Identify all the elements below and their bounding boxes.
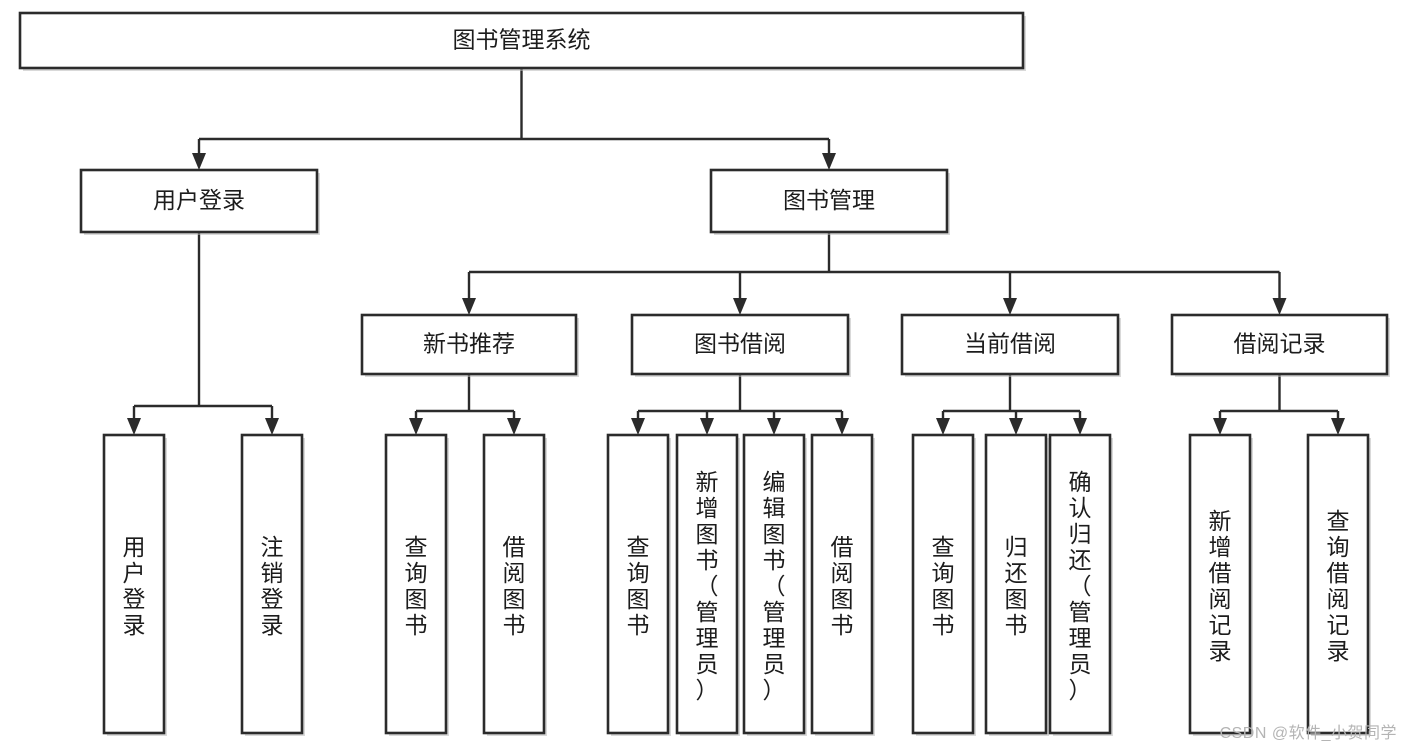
connector-arrow-icon [1009,418,1023,435]
csdn-watermark: CSDN @软件_小贺同学 [1219,725,1397,742]
node-borrow-record[interactable]: 借阅记录 [1170,313,1390,377]
node-label: 确认归还（管理员） [1069,469,1092,703]
node-label: 借阅图书 [503,534,526,638]
connector-arrow-icon [409,418,423,435]
node-label: 用户登录 [123,534,146,638]
node-label: 编辑图书（管理员） [763,469,786,703]
node-box[interactable] [102,433,166,735]
node-leaf-query-book-rec[interactable]: 查询图书 [384,433,449,736]
node-book-manage[interactable]: 图书管理 [709,168,950,235]
node-label: 查询图书 [932,534,955,638]
node-label: 借阅记录 [1234,331,1326,357]
node-label: 图书管理系统 [453,27,591,53]
node-new-book-recommend[interactable]: 新书推荐 [360,313,579,377]
node-label: 归还图书 [1005,534,1028,638]
node-leaf-query-book-borrow[interactable]: 查询图书 [606,433,671,736]
node-label: 新增借阅记录 [1209,508,1232,664]
node-leaf-add-borrow-record[interactable]: 新增借阅记录 [1188,433,1253,736]
connector-arrow-icon [265,418,279,435]
node-box[interactable] [1188,433,1252,735]
node-leaf-add-book-admin[interactable]: 新增图书（管理员） [675,433,740,736]
connector-arrow-icon [733,298,747,315]
node-leaf-borrow-book-rec[interactable]: 借阅图书 [482,433,547,736]
node-leaf-query-book-current[interactable]: 查询图书 [911,433,976,736]
connector-arrow-icon [767,418,781,435]
node-box[interactable] [1048,433,1112,735]
connector-arrow-icon [127,418,141,435]
node-leaf-confirm-return-admin[interactable]: 确认归还（管理员） [1048,433,1113,736]
node-box[interactable] [1170,313,1389,376]
node-box[interactable] [482,433,546,735]
node-label: 图书管理 [783,187,875,213]
node-box[interactable] [79,168,319,234]
node-label: 新增图书（管理员） [696,469,719,703]
connector-arrow-icon [936,418,950,435]
connectors-layer [127,68,1345,435]
node-box[interactable] [1306,433,1370,735]
node-box[interactable] [360,313,578,376]
node-user-login[interactable]: 用户登录 [79,168,320,235]
node-label: 查询图书 [627,534,650,638]
node-box[interactable] [384,433,448,735]
node-label: 图书借阅 [694,331,786,357]
node-book-borrow[interactable]: 图书借阅 [630,313,851,377]
node-box[interactable] [742,433,806,735]
node-box[interactable] [675,433,739,735]
connector-arrow-icon [835,418,849,435]
nodes-layer: 图书管理系统用户登录图书管理新书推荐图书借阅当前借阅借阅记录用户登录注销登录查询… [18,11,1390,736]
node-box[interactable] [630,313,850,376]
node-label: 查询借阅记录 [1327,508,1350,664]
node-label: 用户登录 [153,187,245,213]
node-label: 查询图书 [405,534,428,638]
connector-arrow-icon [507,418,521,435]
node-box[interactable] [810,433,874,735]
node-box[interactable] [900,313,1120,376]
connector-arrow-icon [462,298,476,315]
node-current-borrow[interactable]: 当前借阅 [900,313,1121,377]
node-label: 借阅图书 [831,534,854,638]
node-leaf-borrow-book[interactable]: 借阅图书 [810,433,875,736]
node-leaf-edit-book-admin[interactable]: 编辑图书（管理员） [742,433,807,736]
connector-arrow-icon [1003,298,1017,315]
node-box[interactable] [709,168,949,234]
node-label: 当前借阅 [964,331,1056,357]
node-label: 注销登录 [261,534,284,638]
connector-arrow-icon [1073,418,1087,435]
connector-arrow-icon [822,153,836,170]
node-box[interactable] [18,11,1025,70]
connector-arrow-icon [1213,418,1227,435]
connector-arrow-icon [192,153,206,170]
node-box[interactable] [911,433,975,735]
node-leaf-logout[interactable]: 注销登录 [240,433,305,736]
node-label: 新书推荐 [423,331,515,357]
node-box[interactable] [984,433,1048,735]
node-box[interactable] [606,433,670,735]
node-leaf-return-book[interactable]: 归还图书 [984,433,1049,736]
connector-arrow-icon [1272,298,1287,315]
connector-arrow-icon [700,418,714,435]
node-box[interactable] [240,433,304,735]
node-leaf-query-borrow-record[interactable]: 查询借阅记录 [1306,433,1371,736]
connector-arrow-icon [1331,418,1345,435]
node-root[interactable]: 图书管理系统 [18,11,1026,71]
node-leaf-user-login[interactable]: 用户登录 [102,433,167,736]
connector-arrow-icon [631,418,645,435]
